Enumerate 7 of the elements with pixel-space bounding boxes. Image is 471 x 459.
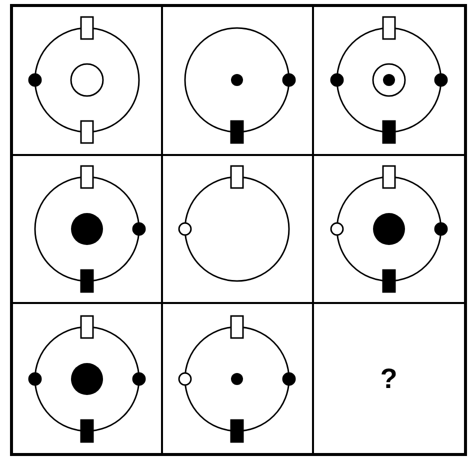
grid-cell (314, 156, 464, 304)
grid-cell (163, 7, 314, 156)
grid-cell (13, 156, 164, 304)
grid-cell (163, 156, 314, 304)
grid-cell (13, 7, 164, 156)
question-mark: ? (380, 364, 398, 393)
grid-cell (314, 7, 464, 156)
